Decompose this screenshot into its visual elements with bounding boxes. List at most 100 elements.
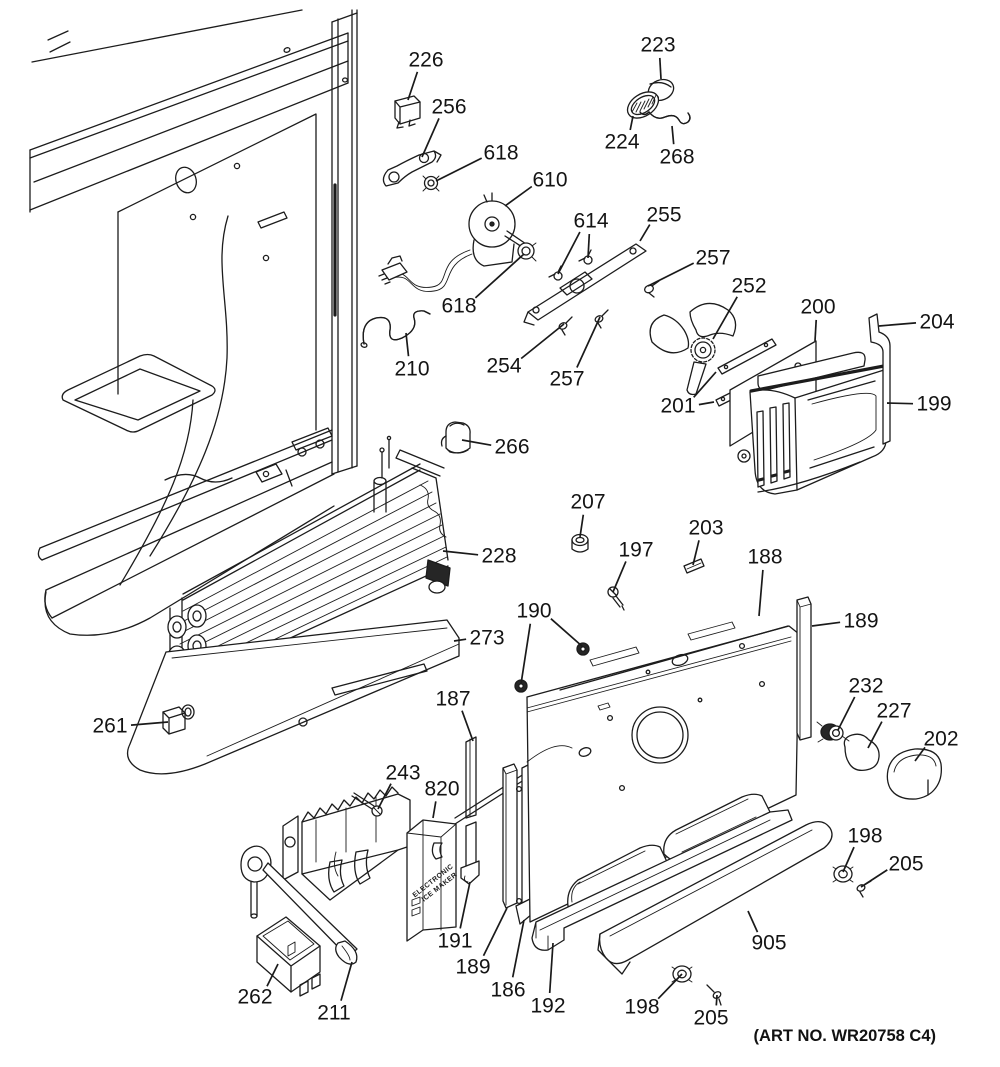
foam-strip-189-left	[502, 763, 523, 909]
leader-line-228	[442, 550, 479, 556]
part-label-205: 205	[693, 1007, 728, 1030]
air-duct-housing-199	[737, 351, 889, 495]
part-label-198: 198	[847, 825, 882, 848]
leader-line-243	[377, 783, 392, 810]
leader-line-186	[511, 919, 525, 978]
leader-line-232	[837, 696, 856, 731]
leader-line-189	[482, 907, 508, 957]
part-label-199: 199	[916, 393, 951, 416]
part-label-618: 618	[483, 142, 518, 165]
leader-line-254	[520, 323, 565, 360]
leader-line-266	[461, 439, 492, 447]
ice-bin-262	[256, 916, 321, 997]
leader-line-211	[340, 961, 353, 1001]
leader-line-203	[692, 540, 700, 566]
leader-line-257	[576, 316, 601, 368]
leader-line-201	[698, 401, 715, 406]
leader-line-198	[657, 973, 683, 1000]
part-label-228: 228	[481, 545, 516, 568]
heater-coil-224	[626, 91, 660, 119]
leader-line-614	[587, 233, 591, 259]
part-label-189: 189	[455, 956, 490, 979]
cap-207	[571, 533, 589, 553]
leader-line-189	[811, 621, 841, 627]
part-label-905: 905	[751, 932, 786, 955]
part-label-266: 266	[494, 436, 529, 459]
strip-191	[460, 821, 480, 885]
foam-strip-189-right	[796, 596, 812, 741]
leader-line-268	[671, 125, 675, 145]
leader-line-226	[407, 71, 419, 101]
screw-197	[607, 586, 625, 611]
part-label-257: 257	[695, 247, 730, 270]
part-label-211: 211	[317, 1002, 350, 1025]
fan-blade-252	[649, 302, 737, 396]
part-label-203: 203	[688, 517, 723, 540]
part-label-261: 261	[92, 715, 127, 738]
part-label-618: 618	[441, 295, 476, 318]
leader-line-207	[579, 514, 585, 538]
leader-line-201	[693, 371, 717, 398]
leader-line-190	[550, 618, 584, 648]
freezer-liner-drawing	[29, 9, 358, 636]
drain-tray-273	[126, 619, 460, 775]
leader-line-273	[453, 638, 467, 642]
leader-line-618	[435, 157, 483, 182]
leader-line-227	[867, 721, 883, 749]
evap-fan-motor-610	[378, 192, 530, 292]
leader-line-257	[647, 262, 695, 287]
part-label-224: 224	[604, 131, 639, 154]
wire-268	[639, 111, 691, 125]
leader-line-197	[612, 561, 627, 593]
light-bulb-227	[841, 733, 880, 771]
part-label-614: 614	[573, 210, 608, 233]
leader-line-187	[461, 710, 474, 742]
bracket-204	[868, 313, 891, 445]
damper-266	[440, 421, 471, 454]
leader-line-191	[459, 881, 471, 929]
leader-line-188	[758, 569, 764, 617]
part-label-227: 227	[876, 700, 911, 723]
leader-line-223	[658, 57, 662, 80]
leader-line-820	[432, 801, 437, 819]
cover-905	[597, 821, 833, 975]
ice-maker-assembly	[282, 786, 411, 901]
leader-line-192	[548, 942, 554, 994]
part-label-189: 189	[843, 610, 878, 633]
art-number: (ART NO. WR20758 C4)	[754, 1027, 936, 1045]
part-label-255: 255	[646, 204, 681, 227]
leader-line-262	[266, 963, 279, 987]
clip-203	[683, 558, 705, 574]
part-label-820: 820	[424, 778, 459, 801]
part-label-257: 257	[549, 368, 584, 391]
screw-205-right	[856, 880, 872, 898]
heater-tube-210	[360, 310, 431, 348]
part-label-197: 197	[618, 539, 653, 562]
leader-line-202	[914, 746, 926, 762]
part-label-192: 192	[530, 995, 565, 1018]
leader-line-210	[405, 332, 410, 357]
part-label-188: 188	[747, 546, 782, 569]
leader-line-261	[130, 721, 169, 726]
leader-line-205	[860, 869, 888, 888]
part-label-243: 243	[385, 762, 420, 785]
part-label-226: 226	[408, 49, 443, 72]
clip-261	[162, 704, 195, 735]
leader-line-205	[715, 994, 718, 1006]
part-label-254: 254	[486, 355, 521, 378]
screws-614	[548, 249, 593, 281]
part-label-232: 232	[848, 675, 883, 698]
part-label-187: 187	[435, 688, 470, 711]
part-label-256: 256	[431, 96, 466, 119]
leader-line-204	[878, 322, 917, 327]
part-label-268: 268	[659, 146, 694, 169]
grommet-618-upper	[422, 175, 440, 192]
part-label-252: 252	[731, 275, 766, 298]
part-label-205: 205	[888, 853, 923, 876]
screw-243	[351, 792, 383, 817]
leader-line-200	[814, 319, 818, 342]
screw-257-upper	[644, 280, 660, 298]
